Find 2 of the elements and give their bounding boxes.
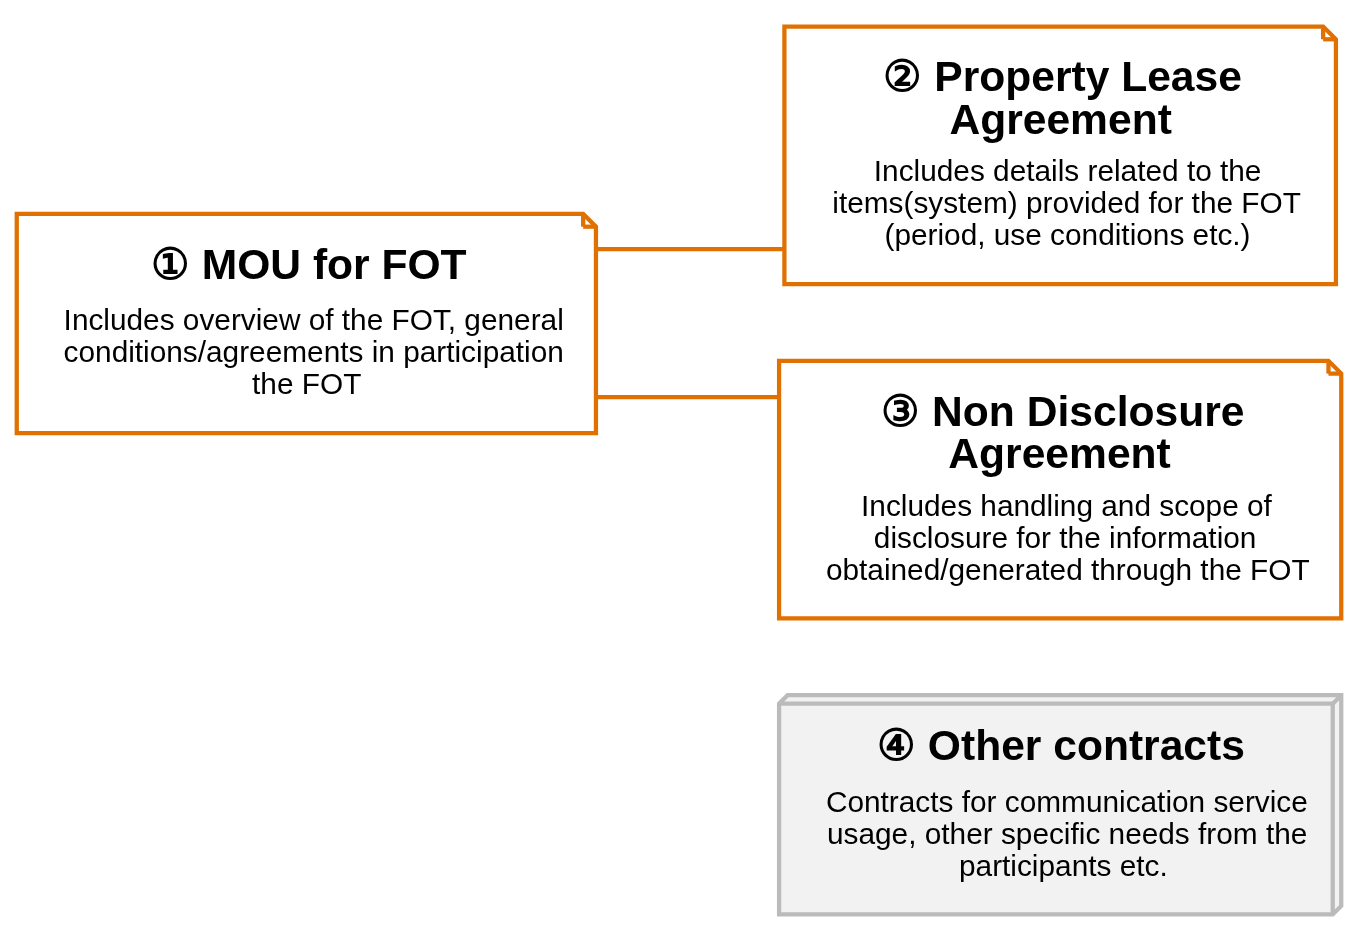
connector: [596, 394, 779, 400]
connector: [596, 246, 784, 252]
